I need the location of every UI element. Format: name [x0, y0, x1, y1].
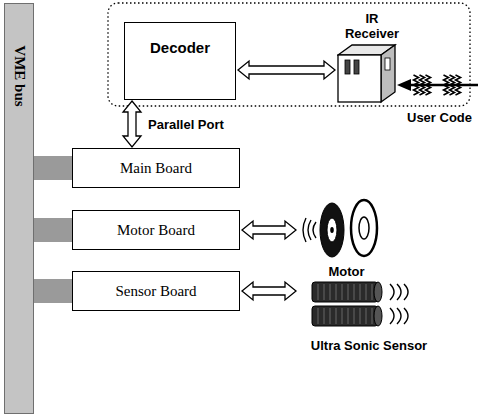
board-label: Motor Board — [117, 222, 195, 239]
ir-pulses — [414, 75, 461, 95]
data-arrow — [242, 221, 296, 239]
data-arrow — [242, 282, 296, 300]
ultrasonic-sensor-figure: Ultra Sonic Sensor — [298, 272, 440, 362]
data-arrow — [123, 101, 141, 147]
bus-label: VME bus — [11, 45, 28, 106]
bus-connector — [34, 279, 72, 303]
bus-connector — [34, 218, 72, 242]
figure-label: Motor — [298, 264, 395, 279]
sensor-board-box: Sensor Board — [72, 271, 240, 311]
figure-label: IR Receiver — [337, 11, 407, 41]
board-label: Main Board — [120, 160, 192, 177]
signal-label: User Code — [407, 110, 472, 125]
ir-receiver: IR Receiver — [337, 10, 407, 105]
receiver-group-outline — [108, 3, 470, 106]
motor-board-box: Motor Board — [72, 210, 240, 250]
ir-signal-arrow — [397, 79, 478, 91]
bus-connector — [34, 156, 72, 180]
box-label: Decoder — [150, 39, 210, 56]
motor-figure: Motor — [298, 196, 395, 286]
port-label: Parallel Port — [146, 117, 226, 132]
data-arrow — [238, 61, 335, 79]
board-label: Sensor Board — [115, 283, 196, 300]
decoder-box: Decoder — [124, 22, 236, 100]
vme-bus-band: VME bus — [4, 3, 34, 414]
figure-label: Ultra Sonic Sensor — [298, 338, 440, 353]
main-board-box: Main Board — [72, 148, 240, 188]
